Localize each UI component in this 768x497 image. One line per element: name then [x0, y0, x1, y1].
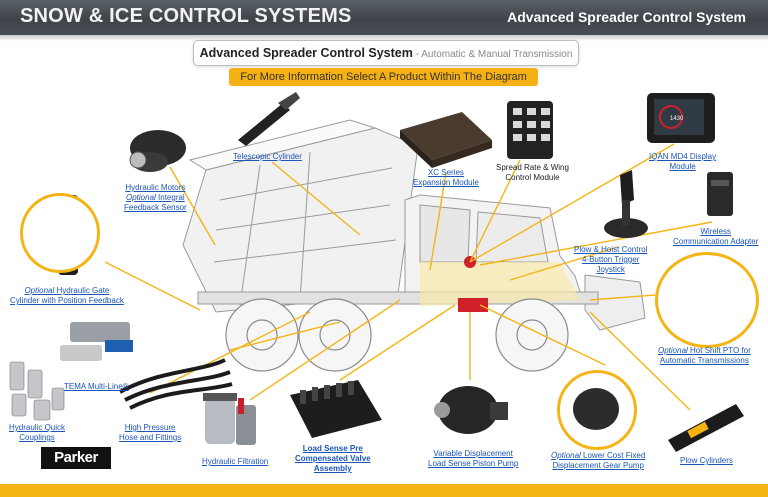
gear-pump-label-2: Displacement Gear Pump — [552, 461, 644, 470]
iqan-md4-link[interactable]: IQAN MD4 Display Module — [649, 152, 716, 172]
header-bar: SNOW & ICE CONTROL SYSTEMS Advanced Spre… — [0, 0, 768, 35]
spread-rate-label-1: Spread Rate & Wing — [496, 163, 569, 172]
piston-pump-link[interactable]: Variable Displacement Load Sense Piston … — [428, 449, 518, 469]
plow-hoist-joystick-link[interactable]: Plow & Hoist Control 4-Button Trigger Jo… — [574, 245, 647, 275]
gate-cylinder-link[interactable]: Optional Hydraulic Gate Cylinder with Po… — [10, 286, 124, 306]
gear-pump-link[interactable]: Optional Lower Cost Fixed Displacement G… — [551, 451, 645, 471]
pto-label-1: Hot Shift PTO for — [687, 346, 751, 355]
footer-bar — [0, 484, 768, 497]
hydraulic-motors-label-2: Integral — [155, 193, 185, 202]
gate-cylinder-label-1: Hydraulic Gate — [54, 286, 110, 295]
valve-label-2: Compensated Valve — [295, 454, 371, 463]
joystick-icon — [604, 170, 648, 238]
header-shade — [0, 35, 768, 41]
gate-cylinder-label-2: Cylinder with Position Feedback — [10, 296, 124, 305]
plow-hoist-label-3: Joystick — [596, 265, 625, 274]
valve-assembly-icon — [290, 380, 382, 438]
hydraulic-filtration-link[interactable]: Hydraulic Filtration — [202, 457, 268, 467]
display-readout: 1430 — [670, 116, 684, 122]
info-banner: For More Information Select A Product Wi… — [229, 68, 538, 86]
gate-cylinder-circle — [20, 193, 100, 273]
iqan-md4-label-1: IQAN MD4 Display — [649, 152, 717, 161]
quick-couplings-label-2: Couplings — [19, 433, 55, 442]
valve-label-1: Load Sense Pre — [302, 444, 363, 453]
parker-logo: Parker — [41, 447, 111, 469]
quick-couplings-label-1: Hydraulic Quick — [9, 423, 66, 432]
quick-couplings-link[interactable]: Hydraulic Quick Couplings — [9, 423, 65, 443]
hot-shift-pto-link[interactable]: Optional Hot Shift PTO for Automatic Tra… — [658, 346, 751, 366]
piston-pump-label-2: Load Sense Piston Pump — [428, 459, 519, 468]
hose-label-1: High Pressure — [124, 423, 176, 432]
load-sense-valve-link[interactable]: Load Sense Pre Compensated Valve Assembl… — [295, 444, 371, 474]
valve-label-3: Assembly — [313, 464, 352, 473]
tema-multi-line-link[interactable]: TEMA Multi-Line® — [64, 382, 129, 392]
pto-circle — [655, 252, 759, 348]
filtration-icon — [203, 393, 256, 445]
gear-pump-circle — [557, 370, 637, 450]
spread-rate-module-icon — [507, 101, 553, 159]
hydraulic-motor-icon — [129, 130, 186, 172]
wireless-adapter-link[interactable]: Wireless Communication Adapter — [673, 227, 758, 247]
header-title: SNOW & ICE CONTROL SYSTEMS — [20, 5, 352, 27]
plow-hoist-label-2: 4-Button Trigger — [581, 255, 640, 264]
plow-cylinders-link[interactable]: Plow Cylinders — [680, 456, 733, 466]
hydraulic-motors-optional: Optional — [126, 193, 156, 202]
quick-coupling-icon — [9, 361, 65, 421]
spread-rate-label-2: Control Module — [505, 173, 560, 182]
hydraulic-motors-label-3: Feedback Sensor — [124, 203, 187, 212]
piston-pump-label-1: Variable Displacement — [433, 449, 513, 458]
plow-cylinders-label: Plow Cylinders — [680, 456, 733, 465]
pto-optional: Optional — [658, 346, 688, 355]
tema-label: TEMA Multi-Line® — [64, 382, 129, 391]
wireless-label-1: Wireless — [700, 227, 732, 236]
system-subtitle: - Automatic & Manual Transmission — [412, 49, 573, 60]
plow-cylinders-icon — [668, 404, 744, 452]
hose-label-2: Hose and Fittings — [119, 433, 182, 442]
pto-label-2: Automatic Transmissions — [659, 356, 749, 365]
telescopic-cylinder-icon — [238, 92, 300, 146]
gear-pump-icon — [573, 388, 619, 430]
wireless-label-2: Communication Adapter — [673, 237, 759, 246]
spread-rate-label: Spread Rate & Wing Control Module — [496, 163, 569, 183]
gate-cylinder-optional: Optional — [24, 286, 55, 295]
hydraulic-motors-label-1: Hydraulic Motors — [125, 183, 186, 192]
connector-lines — [104, 143, 713, 411]
gear-pump-label-1: Lower Cost Fixed — [580, 451, 646, 460]
xc-series-module-icon — [400, 112, 492, 168]
hydraulic-zone-highlight — [420, 262, 580, 306]
pto-highlight — [458, 298, 488, 312]
system-title-box: Advanced Spreader Control System - Autom… — [193, 40, 579, 66]
telescopic-cylinder-label: Telescopic Cylinder — [233, 152, 302, 161]
piston-pump-icon — [434, 386, 508, 434]
telescopic-cylinder-link[interactable]: Telescopic Cylinder — [233, 152, 302, 162]
hose-icon — [119, 358, 233, 410]
filtration-label: Hydraulic Filtration — [202, 457, 269, 466]
iqan-md4-label-2: Module — [669, 162, 696, 171]
system-title: Advanced Spreader Control System — [199, 46, 413, 60]
xc-series-label-2: Expansion Module — [413, 178, 479, 187]
truck-illustration — [182, 119, 646, 331]
gear-pump-optional: Optional — [551, 451, 581, 460]
xc-series-link[interactable]: XC Series Expansion Module — [413, 168, 479, 188]
header-subtitle: Advanced Spreader Control System — [507, 9, 746, 25]
iqan-display-icon — [647, 93, 715, 143]
tema-coupling-icon — [60, 322, 133, 361]
high-pressure-hose-link[interactable]: High Pressure Hose and Fittings — [119, 423, 181, 443]
xc-series-label-1: XC Series — [427, 168, 464, 177]
wireless-adapter-icon — [707, 172, 733, 216]
hydraulic-motors-link[interactable]: Hydraulic Motors Optional Integral Feedb… — [124, 183, 187, 213]
wheels — [225, 298, 569, 372]
plow-hoist-label-1: Plow & Hoist Control — [574, 245, 648, 254]
